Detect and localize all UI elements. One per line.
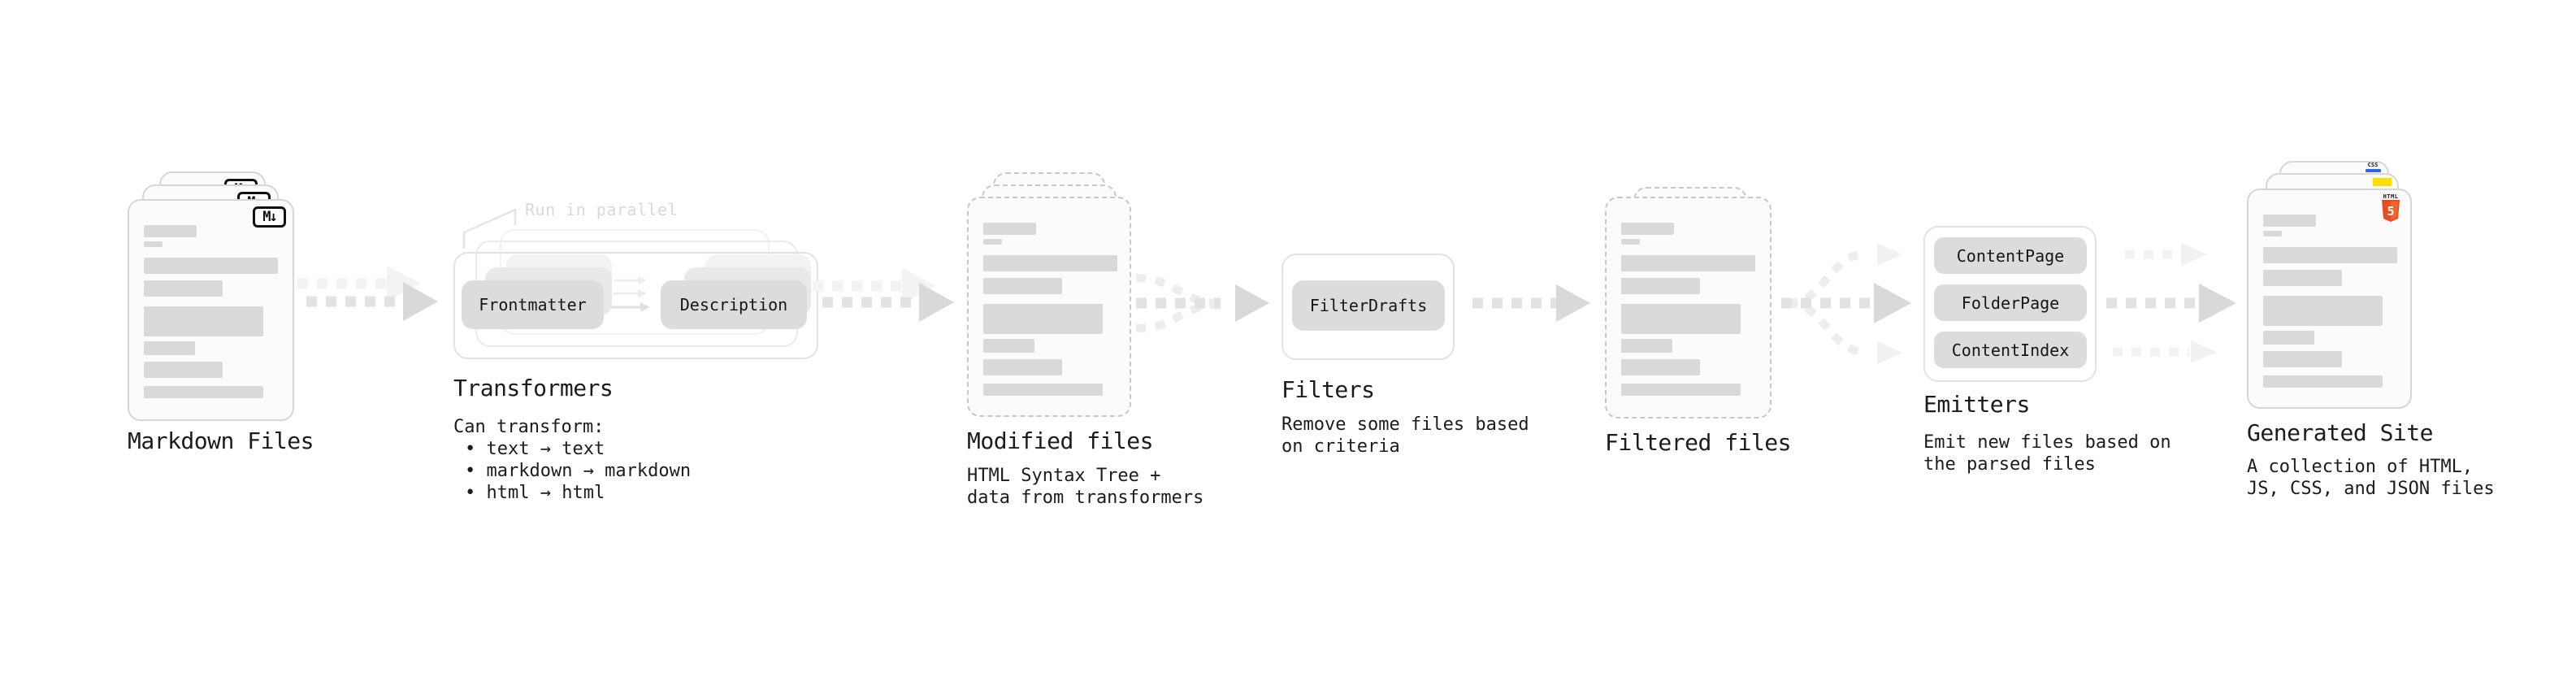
css-icon: CSS — [2364, 163, 2382, 172]
text-line-bar — [2263, 247, 2397, 263]
filters-desc-line: Remove some files based — [1281, 414, 1529, 435]
arrow-filtered-to-emitters — [1781, 243, 1911, 364]
text-line-bar — [983, 239, 1002, 245]
modified-files-label: Modified files — [967, 427, 1154, 454]
markdown-file-card: M↓ — [128, 199, 294, 421]
transformers-bullet: • text → text — [465, 439, 605, 459]
text-line-bar — [983, 359, 1062, 375]
emitters-desc-line: Emit new files based on — [1923, 432, 2171, 453]
text-line-bar — [983, 384, 1103, 396]
transformers-bullet: • markdown → markdown — [465, 461, 692, 481]
transformers-frame — [453, 252, 818, 359]
emitters-desc-line: the parsed files — [1923, 454, 2096, 475]
text-line-bar — [1621, 223, 1674, 235]
arrow-emitters-to-generated — [2106, 243, 2236, 363]
filters-description: Remove some files based on criteria — [1281, 414, 1529, 458]
text-line-bar — [983, 255, 1117, 271]
text-line-bar — [144, 386, 263, 398]
text-line-bar — [2263, 375, 2383, 388]
transformers-desc-title: Can transform: — [453, 417, 605, 437]
modified-files-description: HTML Syntax Tree + data from transformer… — [967, 465, 1203, 509]
text-line-bar — [2263, 231, 2282, 236]
markdown-icon: M↓ — [253, 206, 286, 228]
folderpage-box: FolderPage — [1934, 284, 2087, 321]
transformers-description: Can transform: • text → text • markdown … — [453, 416, 691, 504]
html5-icon-label: HTML — [2383, 193, 2399, 200]
generated-site-description: A collection of HTML, JS, CSS, and JSON … — [2247, 456, 2495, 500]
text-line-bar — [983, 278, 1062, 294]
js-icon — [2373, 178, 2392, 186]
text-line-bar — [2263, 351, 2342, 367]
filters-frame — [1281, 254, 1455, 360]
text-line-bar — [983, 339, 1034, 353]
transformers-label: Transformers — [453, 375, 614, 401]
text-line-bar — [1621, 339, 1672, 353]
html5-icon: HTML 5 — [2382, 193, 2400, 225]
emitters-label: Emitters — [1923, 391, 2030, 418]
filtered-files-label: Filtered files — [1605, 429, 1792, 456]
text-line-bar — [1621, 255, 1755, 271]
filters-desc-line: on criteria — [1281, 436, 1400, 457]
generated-html-file-card — [2247, 189, 2412, 409]
text-line-bar — [983, 304, 1103, 334]
text-line-bar — [2263, 296, 2383, 326]
text-line-bar — [144, 258, 278, 274]
emitters-frame — [1923, 226, 2097, 382]
text-line-bar — [1621, 278, 1700, 294]
text-line-bar — [983, 223, 1036, 235]
filtered-file-card — [1605, 197, 1772, 419]
text-line-bar — [144, 280, 223, 297]
arrow-transformers-to-modified — [813, 268, 954, 322]
emitters-description: Emit new files based on the parsed files — [1923, 432, 2171, 475]
svg-text:5: 5 — [2387, 204, 2394, 219]
run-in-parallel-note: Run in parallel — [525, 200, 679, 219]
arrow-modified-to-filters — [1135, 274, 1269, 332]
text-line-bar — [144, 341, 195, 355]
modified-files-desc-line: data from transformers — [967, 488, 1204, 508]
contentpage-box: ContentPage — [1934, 237, 2087, 274]
arrow-filters-to-filtered — [1472, 284, 1590, 322]
text-line-bar — [1621, 384, 1741, 396]
generated-site-desc-line: JS, CSS, and JSON files — [2247, 479, 2495, 499]
text-line-bar — [2263, 331, 2314, 345]
css-icon-label: CSS — [2367, 162, 2379, 168]
contentindex-box: ContentIndex — [1934, 332, 2087, 368]
modified-file-card — [967, 197, 1131, 417]
text-line-bar — [2263, 270, 2342, 286]
text-line-bar — [144, 241, 163, 247]
text-line-bar — [144, 306, 263, 336]
filters-label: Filters — [1281, 376, 1375, 403]
text-line-bar — [2263, 215, 2316, 227]
generated-site-desc-line: A collection of HTML, — [2247, 457, 2474, 477]
frontmatter-box: Frontmatter — [462, 280, 604, 329]
filterdrafts-box: FilterDrafts — [1292, 280, 1445, 331]
modified-files-desc-line: HTML Syntax Tree + — [967, 466, 1161, 486]
text-line-bar — [1621, 304, 1741, 334]
generated-site-label: Generated Site — [2247, 419, 2434, 446]
text-line-bar — [1621, 359, 1700, 375]
html5-shield: 5 — [2382, 200, 2400, 222]
description-box: Description — [661, 280, 807, 329]
text-line-bar — [1621, 239, 1640, 245]
arrow-markdown-to-transformers — [297, 266, 438, 321]
text-line-bar — [144, 362, 223, 378]
markdown-files-label: Markdown Files — [128, 427, 314, 454]
transformers-bullet: • html → html — [465, 483, 605, 503]
css-icon-bar — [2365, 169, 2381, 172]
text-line-bar — [144, 225, 197, 237]
